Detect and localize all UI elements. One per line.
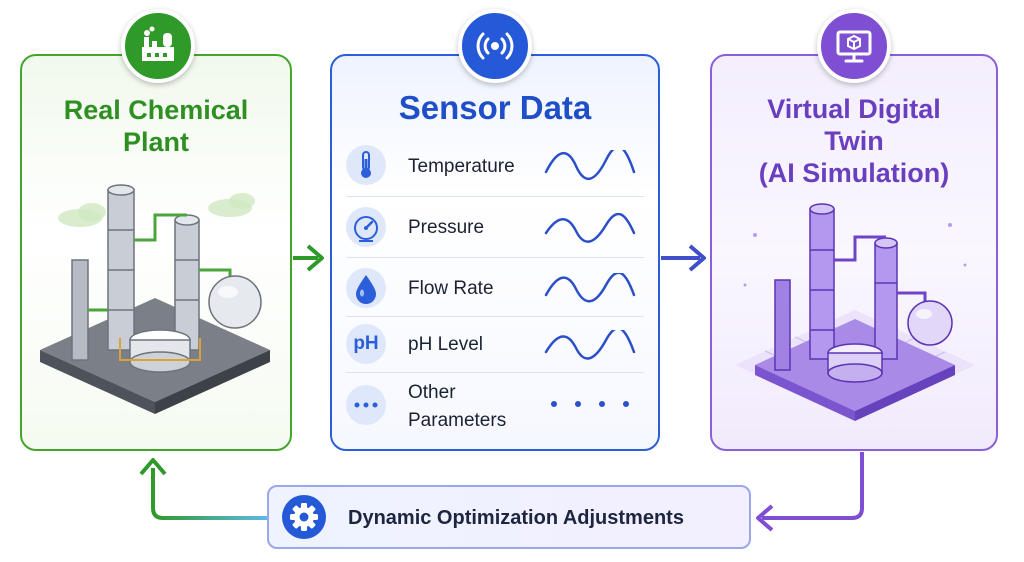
flow-rate-wave-icon: [544, 273, 636, 303]
ph-level-wave-icon: [544, 330, 636, 360]
arrow-sensor-to-twin: [661, 244, 706, 272]
temperature-wave-icon: [544, 150, 636, 180]
arrow-feedback-to-plant: [139, 458, 267, 520]
arrow-plant-to-sensor: [293, 244, 324, 272]
other-parameters-dots-icon: [551, 401, 629, 407]
sensor-label-flow-rate: Flow Rate: [408, 278, 494, 299]
wireless-signal-icon: [458, 9, 532, 83]
feedback-label: Dynamic Optimization Adjustments: [348, 507, 684, 529]
twin-title: Virtual Digital Twin (AI Simulation): [758, 94, 950, 188]
ph-icon: pH: [346, 324, 386, 364]
monitor-cube-icon: [817, 9, 891, 83]
chemical-plant-illustration: [40, 184, 270, 414]
plant-title: Real Chemical Plant: [63, 95, 249, 157]
sensor-row-divider: [346, 316, 644, 317]
sensor-label-ph-level: pH Level: [408, 334, 483, 355]
sensor-title: Sensor Data: [398, 89, 592, 126]
gear-icon: [282, 495, 326, 539]
sensor-label-pressure: Pressure: [408, 217, 485, 238]
feedback-bar: [267, 485, 751, 549]
sensor-label-other-parameters: Other Parameters: [408, 382, 507, 431]
sensor-row-divider: [346, 257, 644, 258]
thermometer-icon: [346, 145, 386, 185]
sensor-row-divider: [346, 372, 644, 373]
sensor-row-divider: [346, 196, 644, 197]
digital-twin-illustration: [735, 203, 975, 421]
sensor-label-temperature: Temperature: [408, 156, 515, 177]
pressure-wave-icon: [544, 213, 636, 243]
arrow-twin-to-feedback: [756, 452, 864, 532]
factory-icon: [121, 9, 195, 83]
more-dots-icon: [346, 385, 386, 425]
pressure-gauge-icon: [346, 207, 386, 247]
water-drop-icon: [346, 268, 386, 308]
ph-icon-text: pH: [353, 333, 379, 354]
